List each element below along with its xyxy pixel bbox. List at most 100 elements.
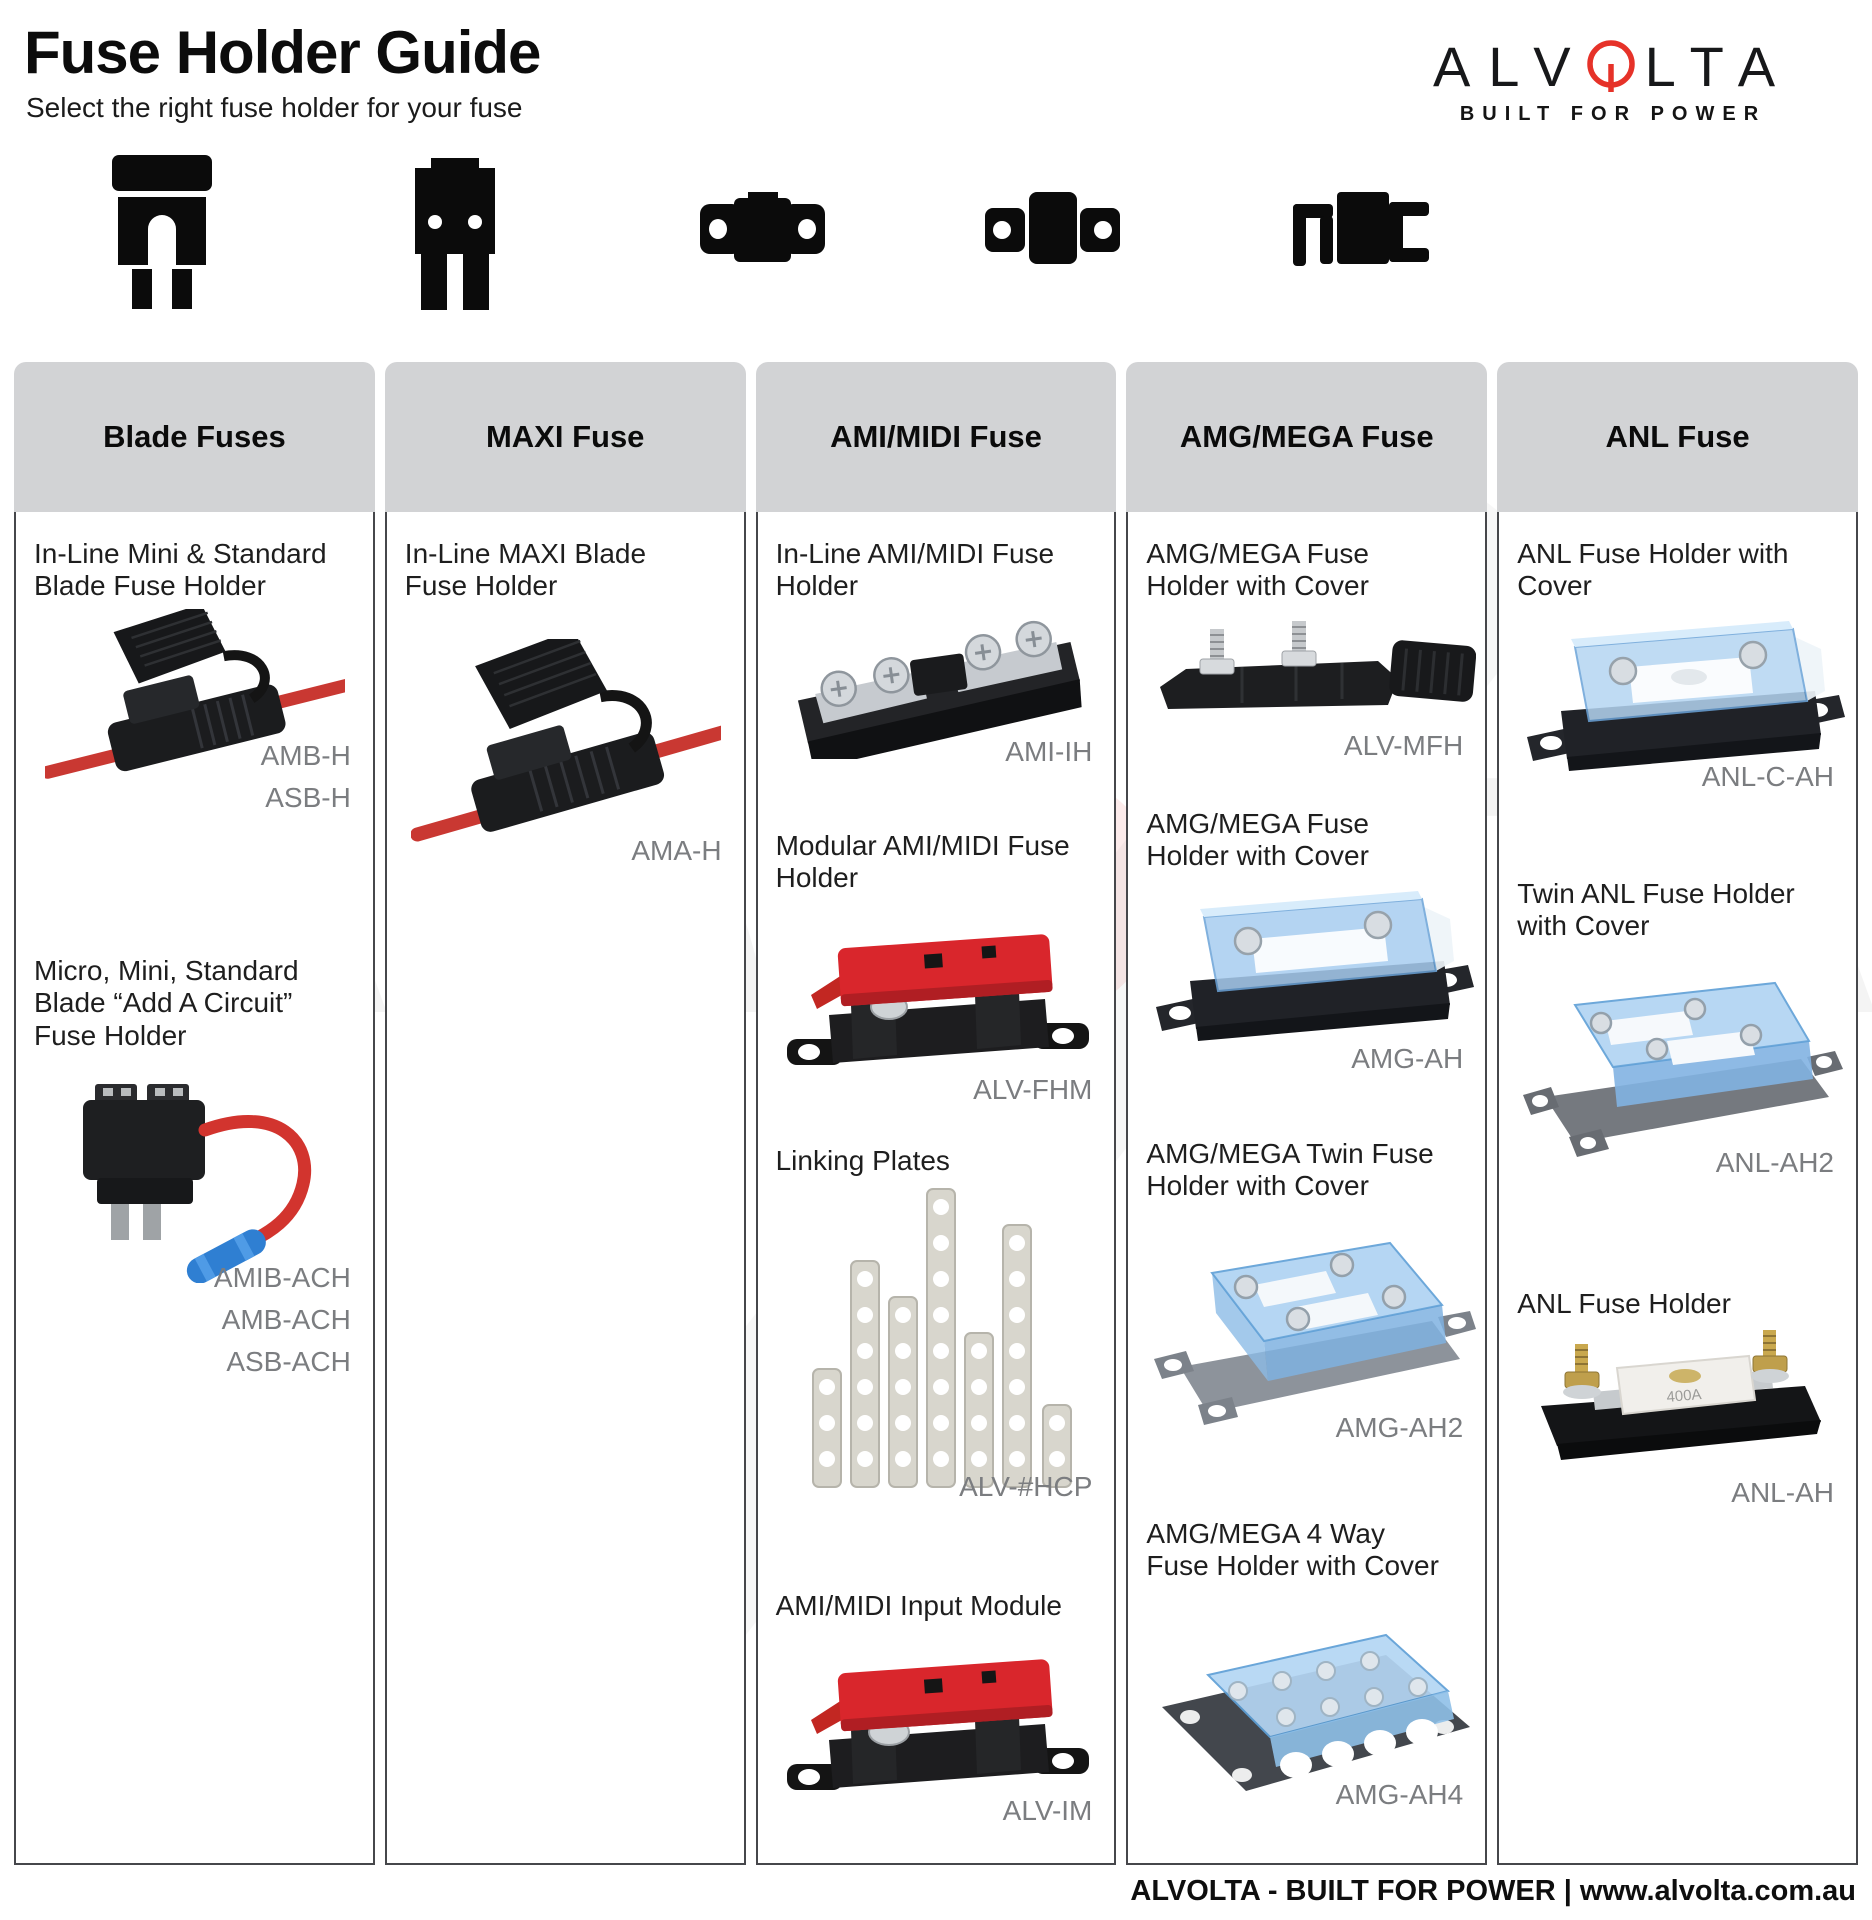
column-body: In-Line AMI/MIDI Fuse Holder xyxy=(755,512,1117,1865)
product-card: In-Line MAXI Blade Fuse Holder xyxy=(405,538,728,872)
product-name: ANL Fuse Holder xyxy=(1517,1288,1731,1319)
product-card: Linking Plates xyxy=(776,1145,1099,1590)
product-name: Micro, Mini, Standard Blade “Add A Circu… xyxy=(34,955,299,1051)
product-codes: AMG-AH4 xyxy=(1146,1774,1469,1816)
product-codes: AMB-H ASB-H xyxy=(34,735,357,819)
column-header: Blade Fuses xyxy=(14,362,375,512)
column-body: In-Line MAXI Blade Fuse Holder xyxy=(384,512,746,1865)
logo-text-left: ALV xyxy=(1432,35,1589,98)
product-name: Linking Plates xyxy=(775,1145,950,1176)
product-codes: AMG-AH2 xyxy=(1146,1407,1469,1449)
column-header: AMI/MIDI Fuse xyxy=(755,362,1117,512)
blade-fuse-icon xyxy=(112,155,212,309)
inline-maxi-blade-fuse-holder-image xyxy=(411,638,722,842)
product-name: In-Line Mini & Standard Blade Fuse Holde… xyxy=(34,538,327,602)
product-codes: ALV-IM xyxy=(776,1790,1099,1832)
product-name: In-Line MAXI Blade Fuse Holder xyxy=(404,538,647,602)
logo-tagline: BUILT FOR POWER xyxy=(1459,103,1767,125)
amg-mega-fuse-holder-open-cover-image xyxy=(1160,620,1477,709)
product-code: ANL-AH2 xyxy=(1715,1146,1834,1178)
product-name: In-Line AMI/MIDI Fuse Holder xyxy=(775,538,1055,602)
product-code: ASB-ACH xyxy=(226,1346,351,1378)
product-codes: ALV-#HCP xyxy=(776,1466,1099,1508)
amg-mega-fuse-icon xyxy=(985,192,1120,264)
column-header: AMG/MEGA Fuse xyxy=(1126,362,1488,512)
alvolta-logo-wordmark: ALV LTA xyxy=(1378,34,1848,99)
twin-anl-fuse-holder-with-cover-image xyxy=(1523,981,1844,1157)
ami-midi-input-module-image xyxy=(786,1659,1089,1791)
product-card: In-Line AMI/MIDI Fuse Holder xyxy=(776,538,1099,830)
power-o-icon xyxy=(1586,39,1635,92)
product-code: AMB-H xyxy=(260,739,351,771)
column-maxi-fuse: MAXI Fuse In-Line MAXI Blade Fuse Holder xyxy=(384,362,746,1865)
maxi-fuse-icon xyxy=(415,158,495,310)
column-header: ANL Fuse xyxy=(1497,362,1858,512)
linking-plates-image xyxy=(811,1188,1072,1489)
product-code: ASB-H xyxy=(265,781,351,813)
amg-mega-twin-fuse-holder-image xyxy=(1154,1241,1477,1425)
page-subtitle: Select the right fuse holder for your fu… xyxy=(26,92,523,123)
column-header: MAXI Fuse xyxy=(384,362,746,512)
anl-fuse-holder-with-cover-image xyxy=(1527,620,1846,771)
product-codes: AMI-IH xyxy=(776,731,1099,773)
fuse-holder-columns: Blade Fuses In-Line Mini & Standard Blad… xyxy=(14,362,1858,1865)
column-body: AMG/MEGA Fuse Holder with Cover xyxy=(1126,512,1488,1865)
product-code: AMA-H xyxy=(631,834,722,866)
product-name: AMG/MEGA Fuse Holder with Cover xyxy=(1146,808,1369,872)
product-codes: ANL-AH xyxy=(1517,1472,1840,1514)
column-body: In-Line Mini & Standard Blade Fuse Holde… xyxy=(14,512,375,1865)
product-card: Modular AMI/MIDI Fuse Holder xyxy=(776,830,1099,1145)
page-title: Fuse Holder Guide xyxy=(24,19,541,86)
amg-mega-4-way-fuse-holder-image xyxy=(1162,1633,1471,1791)
anl-fuse-holder-image: 400A xyxy=(1541,1330,1822,1461)
product-name: AMG/MEGA Fuse Holder with Cover xyxy=(1146,538,1369,602)
inline-blade-fuse-holder-image xyxy=(45,608,346,779)
column-amg-mega-fuse: AMG/MEGA Fuse AMG/MEGA Fuse Holder with … xyxy=(1126,362,1488,1865)
product-name: AMI/MIDI Input Module xyxy=(775,1590,1062,1621)
product-code: ANL-C-AH xyxy=(1701,760,1834,792)
product-name: Modular AMI/MIDI Fuse Holder xyxy=(775,830,1070,894)
product-codes: ANL-C-AH xyxy=(1517,756,1840,798)
product-codes: ALV-MFH xyxy=(1146,725,1469,767)
product-card: AMI/MIDI Input Module xyxy=(776,1590,1099,1832)
alvolta-logo: ALV LTA BUILT FOR POWER xyxy=(1378,34,1848,126)
column-blade-fuses: Blade Fuses In-Line Mini & Standard Blad… xyxy=(14,362,375,1865)
product-card: ANL Fuse Holder 400A xyxy=(1517,1288,1840,1514)
product-name: AMG/MEGA 4 Way Fuse Holder with Cover xyxy=(1146,1518,1439,1582)
anl-fuse-icon xyxy=(1293,192,1429,266)
product-card: Twin ANL Fuse Holder with Cover xyxy=(1517,878,1844,1288)
product-codes: AMG-AH xyxy=(1146,1038,1469,1080)
product-code: ALV-FHM xyxy=(973,1073,1093,1105)
amg-mega-fuse-holder-blue-cover-image xyxy=(1156,890,1475,1041)
product-code: AMG-AH2 xyxy=(1335,1411,1464,1443)
ami-midi-fuse-icon xyxy=(700,192,825,262)
column-anl-fuse: ANL Fuse ANL Fuse Holder with Cover xyxy=(1497,362,1858,1865)
svg-text:400A: 400A xyxy=(1666,1386,1702,1406)
inline-ami-midi-fuse-holder-image xyxy=(797,620,1082,759)
column-ami-midi-fuse: AMI/MIDI Fuse In-Line AMI/MIDI Fuse Hold… xyxy=(755,362,1117,1865)
product-card: AMG/MEGA 4 Way Fuse Holder with Cover xyxy=(1146,1518,1471,1816)
add-a-circuit-fuse-holder-image xyxy=(83,1084,312,1284)
product-card: AMG/MEGA Fuse Holder with Cover xyxy=(1146,538,1477,808)
product-code: AMG-AH xyxy=(1351,1042,1464,1074)
product-codes: ALV-FHM xyxy=(776,1069,1099,1111)
product-name: Twin ANL Fuse Holder with Cover xyxy=(1517,878,1795,942)
product-name: ANL Fuse Holder with Cover xyxy=(1517,538,1789,602)
product-codes: AMIB-ACH AMB-ACH ASB-ACH xyxy=(34,1257,357,1383)
product-card: ANL Fuse Holder with Cover xyxy=(1517,538,1846,878)
product-code: AMG-AH4 xyxy=(1335,1778,1464,1810)
product-card: In-Line Mini & Standard Blade Fuse Holde… xyxy=(34,538,357,955)
product-code: ALV-IM xyxy=(1002,1795,1093,1827)
product-code: AMI-IH xyxy=(1005,735,1093,767)
product-code: AMB-ACH xyxy=(221,1304,351,1336)
product-card: AMG/MEGA Fuse Holder with Cover xyxy=(1146,808,1475,1138)
logo-text-right: LTA xyxy=(1644,35,1794,98)
product-codes: AMA-H xyxy=(405,830,728,872)
product-code: ANL-AH xyxy=(1731,1477,1834,1509)
modular-ami-midi-fuse-holder-image xyxy=(786,934,1089,1065)
footer-text: ALVOLTA - BUILT FOR POWER | www.alvolta.… xyxy=(1130,1875,1856,1907)
product-code: AMIB-ACH xyxy=(213,1262,351,1294)
product-codes: ANL-AH2 xyxy=(1517,1142,1840,1184)
product-code: ALV-#HCP xyxy=(959,1471,1093,1503)
